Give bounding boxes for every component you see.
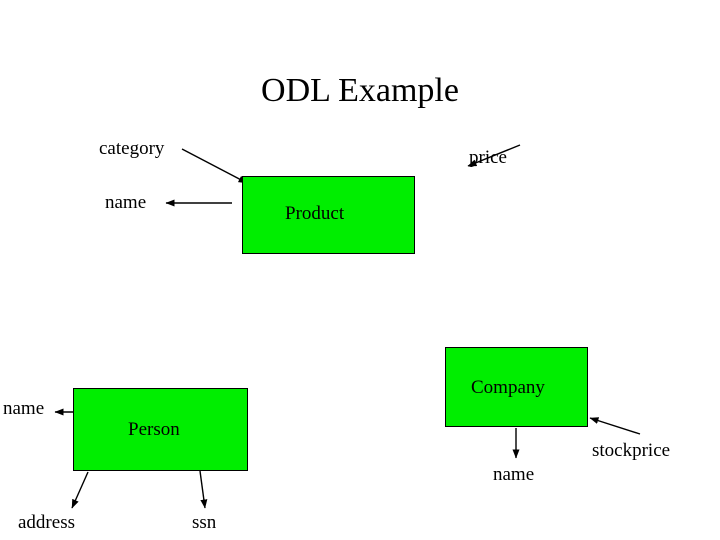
connector-ssn <box>199 470 208 509</box>
entity-box-company[interactable] <box>445 347 588 427</box>
connector-stockprice <box>589 417 641 435</box>
attribute-label-product-name: name <box>105 192 147 213</box>
connector-category <box>181 148 248 184</box>
attribute-label-category: category <box>99 138 165 159</box>
attribute-label-ssn: ssn <box>192 512 217 533</box>
entity-box-product[interactable] <box>242 176 415 254</box>
entity-label-person: Person <box>128 419 180 440</box>
entity-label-company: Company <box>471 377 545 398</box>
entity-box-person[interactable] <box>73 388 248 471</box>
attribute-label-price: price <box>469 147 507 168</box>
connector-address <box>71 471 89 509</box>
attribute-label-company-name: name <box>493 464 535 485</box>
attribute-label-stockprice: stockprice <box>592 440 671 461</box>
page-title: ODL Example <box>261 72 459 109</box>
attribute-label-person-name: name <box>3 398 45 419</box>
attribute-label-address: address <box>18 512 75 533</box>
entity-label-product: Product <box>285 203 345 224</box>
